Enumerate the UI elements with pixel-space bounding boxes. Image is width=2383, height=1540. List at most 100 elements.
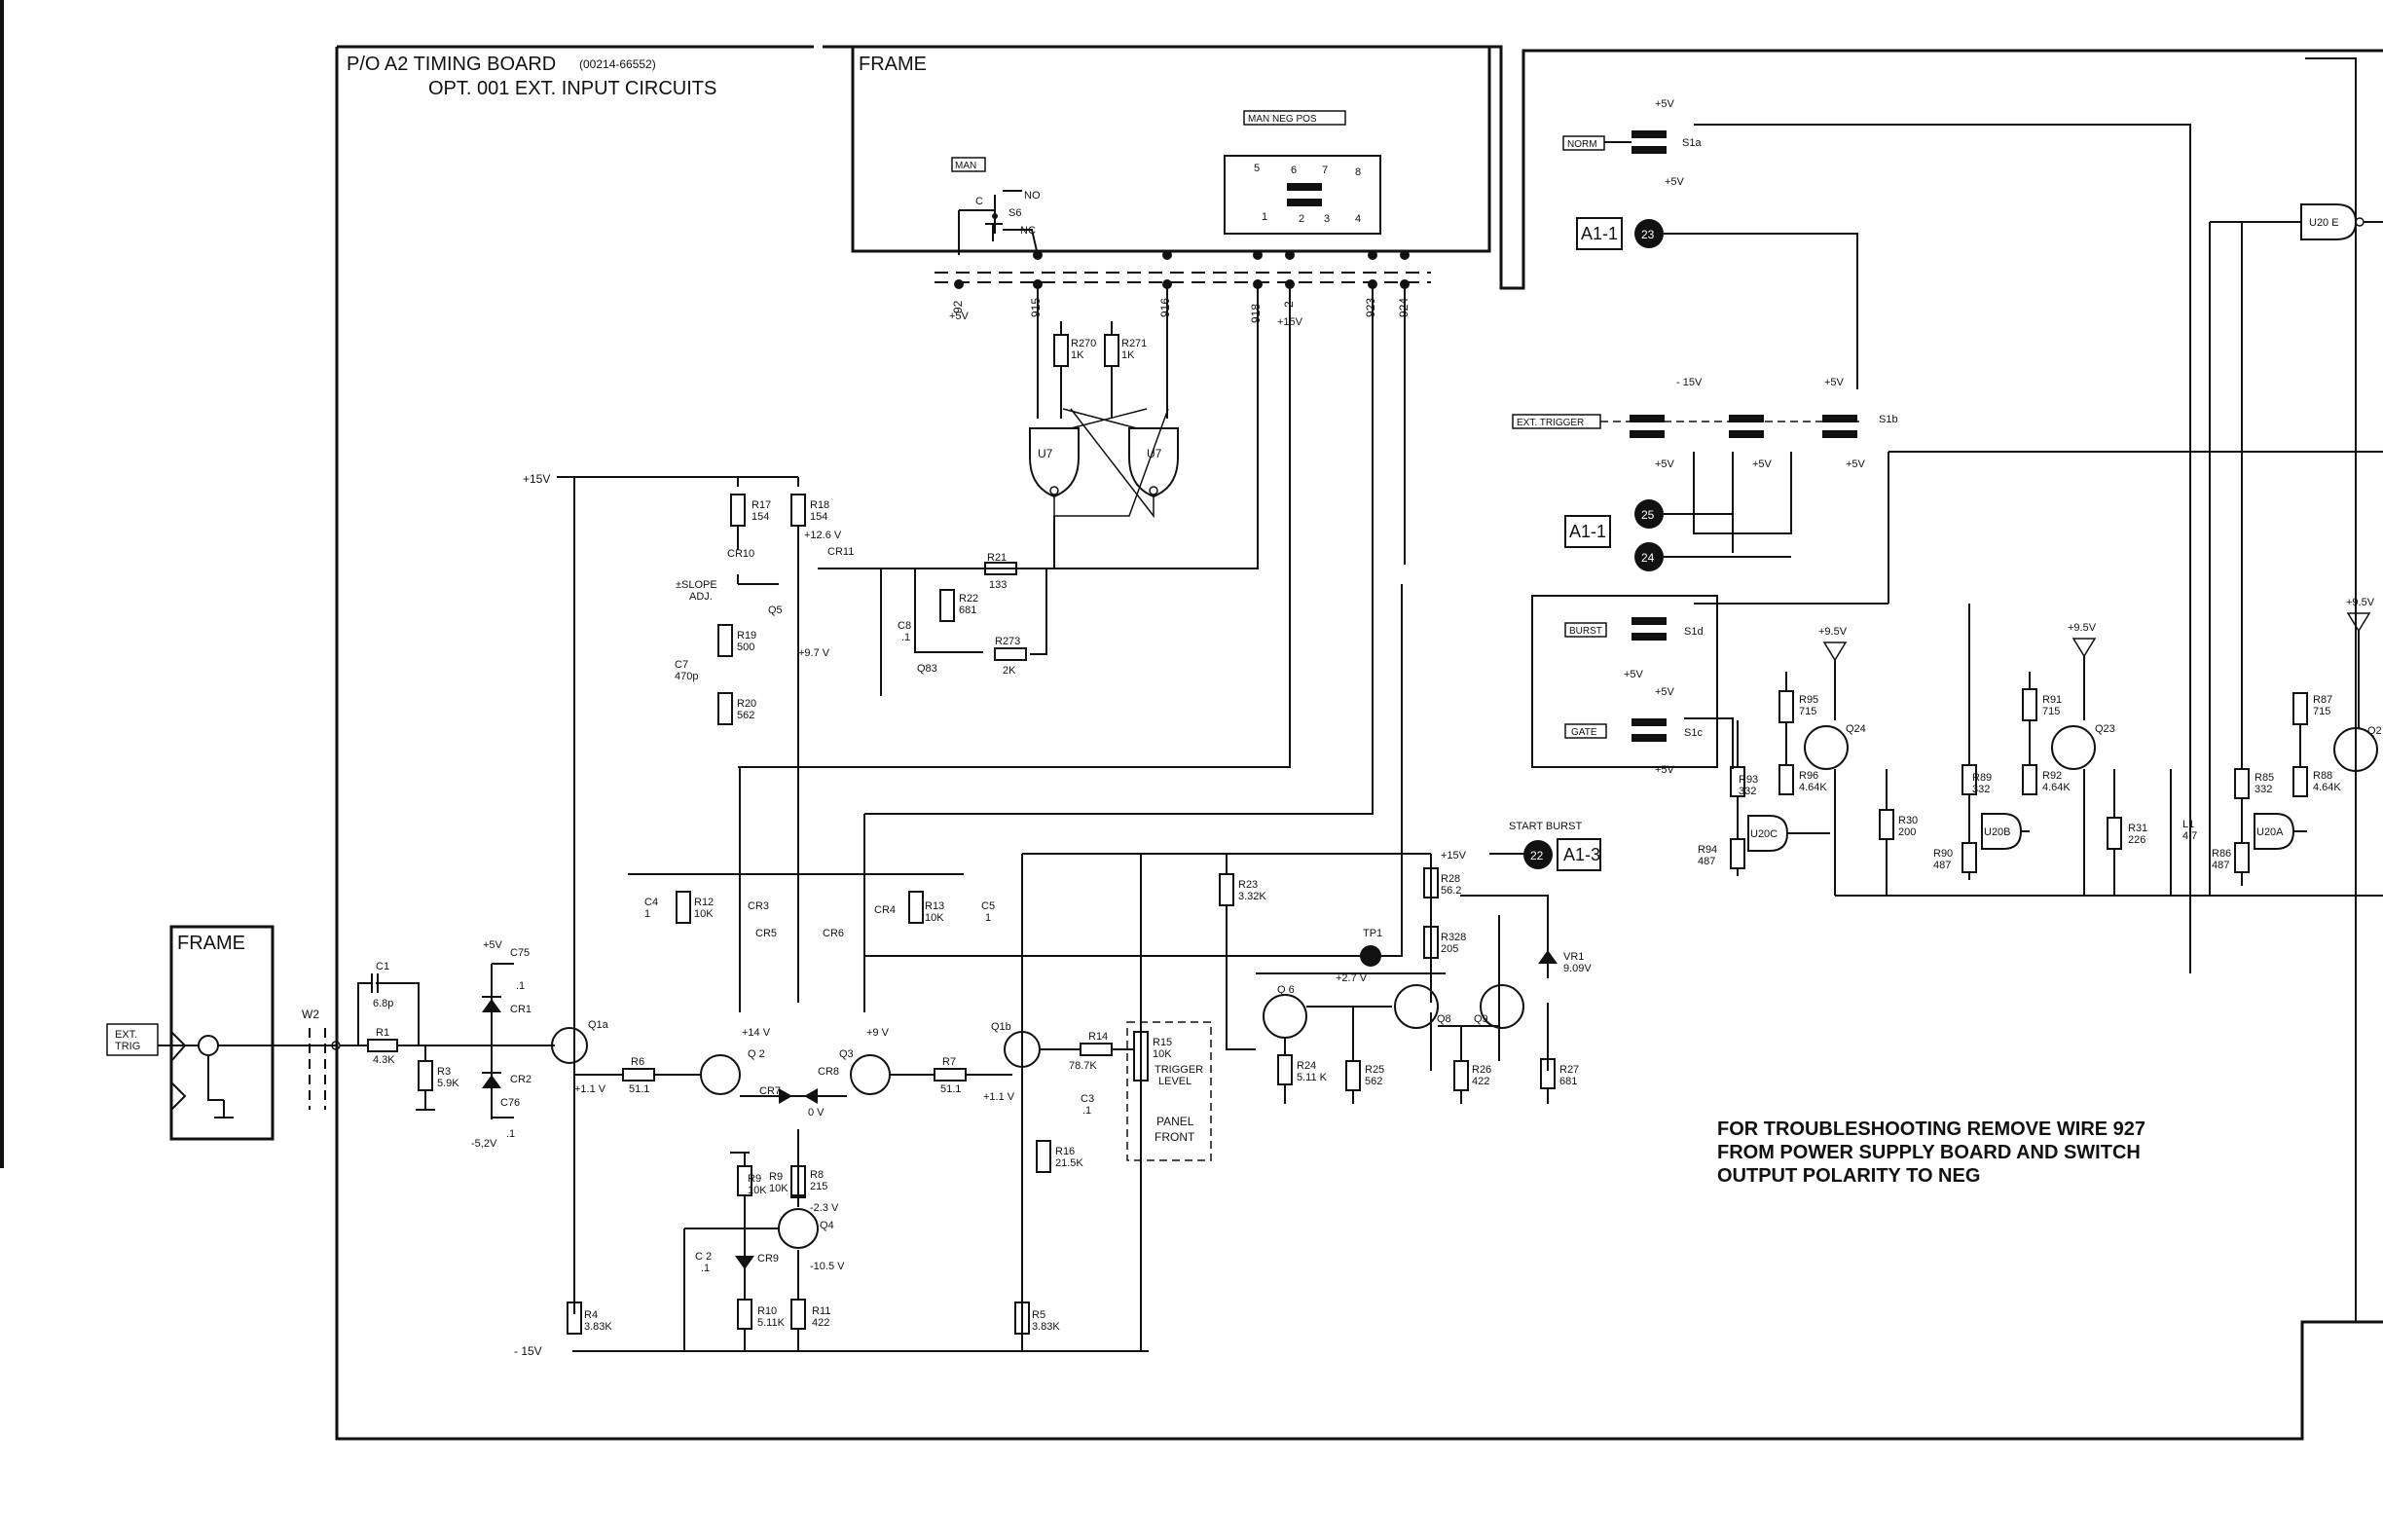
no-label: NO xyxy=(1024,190,1041,202)
board-border xyxy=(335,45,2383,1441)
svg-text:R328: R328 xyxy=(1441,932,1466,943)
svg-text:C1: C1 xyxy=(376,961,389,972)
svg-text:.1: .1 xyxy=(506,1128,515,1140)
svg-text:R90: R90 xyxy=(1933,848,1953,860)
svg-text:205: 205 xyxy=(1441,943,1458,955)
svg-text:+15V: +15V xyxy=(1441,850,1467,862)
svg-text:S1b: S1b xyxy=(1879,414,1898,425)
svg-text:±SLOPE: ±SLOPE xyxy=(676,579,717,591)
svg-text:C76: C76 xyxy=(500,1097,520,1109)
svg-text:U20A: U20A xyxy=(2256,826,2284,838)
svg-text:CR5: CR5 xyxy=(755,928,777,939)
svg-text:C 2: C 2 xyxy=(695,1251,712,1263)
svg-text:U20C: U20C xyxy=(1750,828,1778,840)
svg-text:1K: 1K xyxy=(1071,349,1084,361)
svg-text:R95: R95 xyxy=(1799,694,1818,706)
svg-text:Q5: Q5 xyxy=(768,605,783,616)
svg-text:R86: R86 xyxy=(2212,848,2231,860)
svg-text:422: 422 xyxy=(812,1317,829,1329)
svg-text:R91: R91 xyxy=(2042,694,2062,706)
svg-text:+1.1 V: +1.1 V xyxy=(983,1091,1015,1103)
svg-text:+5V: +5V xyxy=(1655,686,1675,698)
svg-text:24: 24 xyxy=(1641,551,1655,565)
svg-text:Q1b: Q1b xyxy=(991,1021,1011,1033)
pin-915: 915 xyxy=(1029,298,1043,317)
svg-text:R96: R96 xyxy=(1799,770,1818,782)
svg-text:CR3: CR3 xyxy=(748,900,769,912)
svg-text:Q2: Q2 xyxy=(2367,725,2382,737)
svg-text:+14 V: +14 V xyxy=(742,1027,771,1039)
svg-text:C4: C4 xyxy=(644,897,658,908)
svg-text:CR2: CR2 xyxy=(510,1074,532,1085)
svg-text:R16: R16 xyxy=(1055,1146,1075,1157)
svg-text:.1: .1 xyxy=(1082,1105,1091,1117)
svg-text:+5V: +5V xyxy=(1655,98,1675,110)
pin-92: 92 xyxy=(951,300,965,313)
troubleshooting-note: FOR TROUBLESHOOTING REMOVE WIRE 927 FROM… xyxy=(1717,1118,2145,1187)
svg-text:+9 V: +9 V xyxy=(866,1027,890,1039)
svg-text:332: 332 xyxy=(2255,784,2272,795)
svg-text:487: 487 xyxy=(1698,856,1715,867)
rail-p15v: +15V xyxy=(523,472,550,486)
svg-text:R7: R7 xyxy=(942,1056,956,1068)
svg-text:+5V: +5V xyxy=(1824,377,1845,388)
svg-text:R19: R19 xyxy=(737,630,756,642)
svg-text:R30: R30 xyxy=(1898,815,1918,826)
svg-text:.1: .1 xyxy=(701,1263,710,1274)
svg-text:S1a: S1a xyxy=(1682,137,1702,149)
svg-text:21.5K: 21.5K xyxy=(1055,1157,1083,1169)
svg-text:TP1: TP1 xyxy=(1363,928,1382,939)
svg-text:R9: R9 xyxy=(769,1171,783,1183)
svg-text:GATE: GATE xyxy=(1571,727,1597,738)
svg-text:487: 487 xyxy=(1933,860,1951,871)
pin-92-voltage: +5V xyxy=(949,311,970,322)
svg-text:R10: R10 xyxy=(757,1305,777,1317)
svg-text:START BURST: START BURST xyxy=(1509,821,1582,832)
svg-text:R85: R85 xyxy=(2255,772,2274,784)
svg-text:Q1a: Q1a xyxy=(588,1019,609,1031)
svg-text:+9.5V: +9.5V xyxy=(2068,622,2097,634)
svg-text:1: 1 xyxy=(1262,211,1267,223)
svg-text:R270: R270 xyxy=(1071,338,1096,349)
svg-text:S1d: S1d xyxy=(1684,626,1704,638)
svg-text:Q24: Q24 xyxy=(1846,723,1866,735)
svg-text:FRONT: FRONT xyxy=(1155,1130,1195,1144)
svg-text:3.32K: 3.32K xyxy=(1238,891,1266,902)
svg-text:R11: R11 xyxy=(812,1305,830,1317)
svg-text:4.64K: 4.64K xyxy=(2313,782,2341,793)
svg-text:C7: C7 xyxy=(675,659,688,671)
svg-text:A1-1: A1-1 xyxy=(1581,224,1618,243)
svg-text:Q 6: Q 6 xyxy=(1277,984,1295,996)
svg-text:R1: R1 xyxy=(376,1027,389,1039)
svg-text:487: 487 xyxy=(2212,860,2229,871)
svg-text:200: 200 xyxy=(1898,826,1916,838)
svg-text:681: 681 xyxy=(1559,1076,1577,1087)
svg-text:715: 715 xyxy=(2042,706,2060,717)
svg-text:EXT. TRIGGER: EXT. TRIGGER xyxy=(1517,418,1584,428)
svg-text:R92: R92 xyxy=(2042,770,2062,782)
svg-text:226: 226 xyxy=(2128,834,2145,846)
svg-text:+9.5V: +9.5V xyxy=(1818,626,1848,638)
svg-text:3.83K: 3.83K xyxy=(1032,1321,1060,1333)
svg-text:R6: R6 xyxy=(631,1056,644,1068)
svg-text:6.8p: 6.8p xyxy=(373,998,393,1009)
svg-text:R13: R13 xyxy=(925,900,944,912)
c-label: C xyxy=(975,196,983,207)
svg-text:+5V: +5V xyxy=(1624,669,1644,680)
svg-text:5.9K: 5.9K xyxy=(437,1078,459,1089)
svg-text:R93: R93 xyxy=(1739,774,1758,786)
svg-text:Q3: Q3 xyxy=(839,1048,854,1060)
svg-text:R14: R14 xyxy=(1088,1031,1108,1043)
svg-text:715: 715 xyxy=(1799,706,1816,717)
svg-text:CR10: CR10 xyxy=(727,548,754,560)
svg-text:R31: R31 xyxy=(2128,823,2147,834)
svg-text:+5V: +5V xyxy=(1846,458,1866,470)
svg-text:C75: C75 xyxy=(510,947,530,959)
svg-text:51.1: 51.1 xyxy=(629,1083,649,1095)
svg-text:R9: R9 xyxy=(748,1173,761,1185)
svg-text:CR8: CR8 xyxy=(818,1066,839,1078)
svg-text:W2: W2 xyxy=(302,1008,319,1021)
svg-text:R17: R17 xyxy=(752,499,771,511)
